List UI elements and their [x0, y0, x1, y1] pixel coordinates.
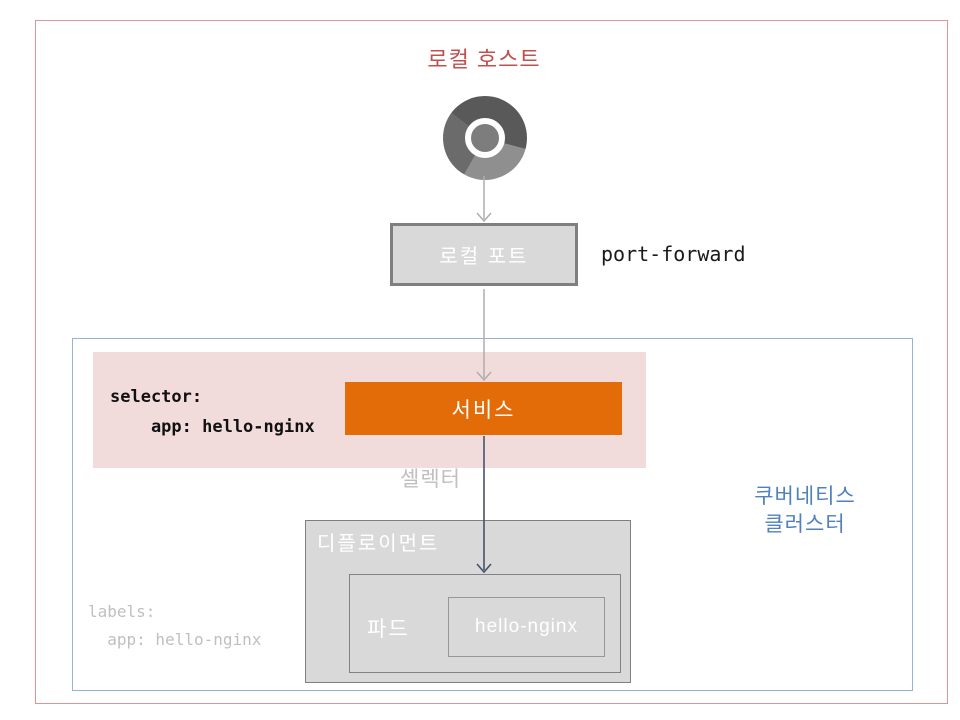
selector-code-line2: app: hello-nginx — [110, 417, 315, 437]
local-port-node: 로컬 포트 — [390, 223, 578, 286]
selector-code-block: selector: app: hello-nginx — [110, 382, 315, 442]
port-forward-label: port-forward — [601, 242, 746, 266]
container-label: hello-nginx — [475, 616, 578, 637]
service-label: 서비스 — [451, 398, 516, 422]
service-node: 서비스 — [345, 382, 622, 435]
localhost-boundary — [35, 20, 948, 704]
deployment-label: 디플로이먼트 — [317, 533, 440, 555]
page-title: 로컬 호스트 — [427, 47, 541, 72]
labels-code-block: labels: app: hello-nginx — [88, 598, 261, 654]
cluster-caption: 쿠버네티스 클러스터 — [710, 483, 900, 539]
labels-code-line2: app: hello-nginx — [88, 630, 262, 649]
local-port-label: 로컬 포트 — [439, 246, 529, 268]
pod-label: 파드 — [367, 618, 410, 641]
selector-code-line1: selector: — [110, 387, 203, 407]
cluster-caption-line2: 클러스터 — [764, 513, 846, 536]
deployment-node: 디플로이먼트 파드 hello-nginx — [305, 520, 631, 683]
container-node: hello-nginx — [448, 597, 605, 657]
chrome-icon-ring — [465, 118, 505, 158]
labels-code-line1: labels: — [88, 602, 156, 621]
pod-node: 파드 hello-nginx — [349, 574, 621, 673]
cluster-caption-line1: 쿠버네티스 — [754, 485, 856, 508]
selector-caption: 셀렉터 — [400, 468, 461, 491]
chrome-browser-icon — [443, 96, 527, 180]
